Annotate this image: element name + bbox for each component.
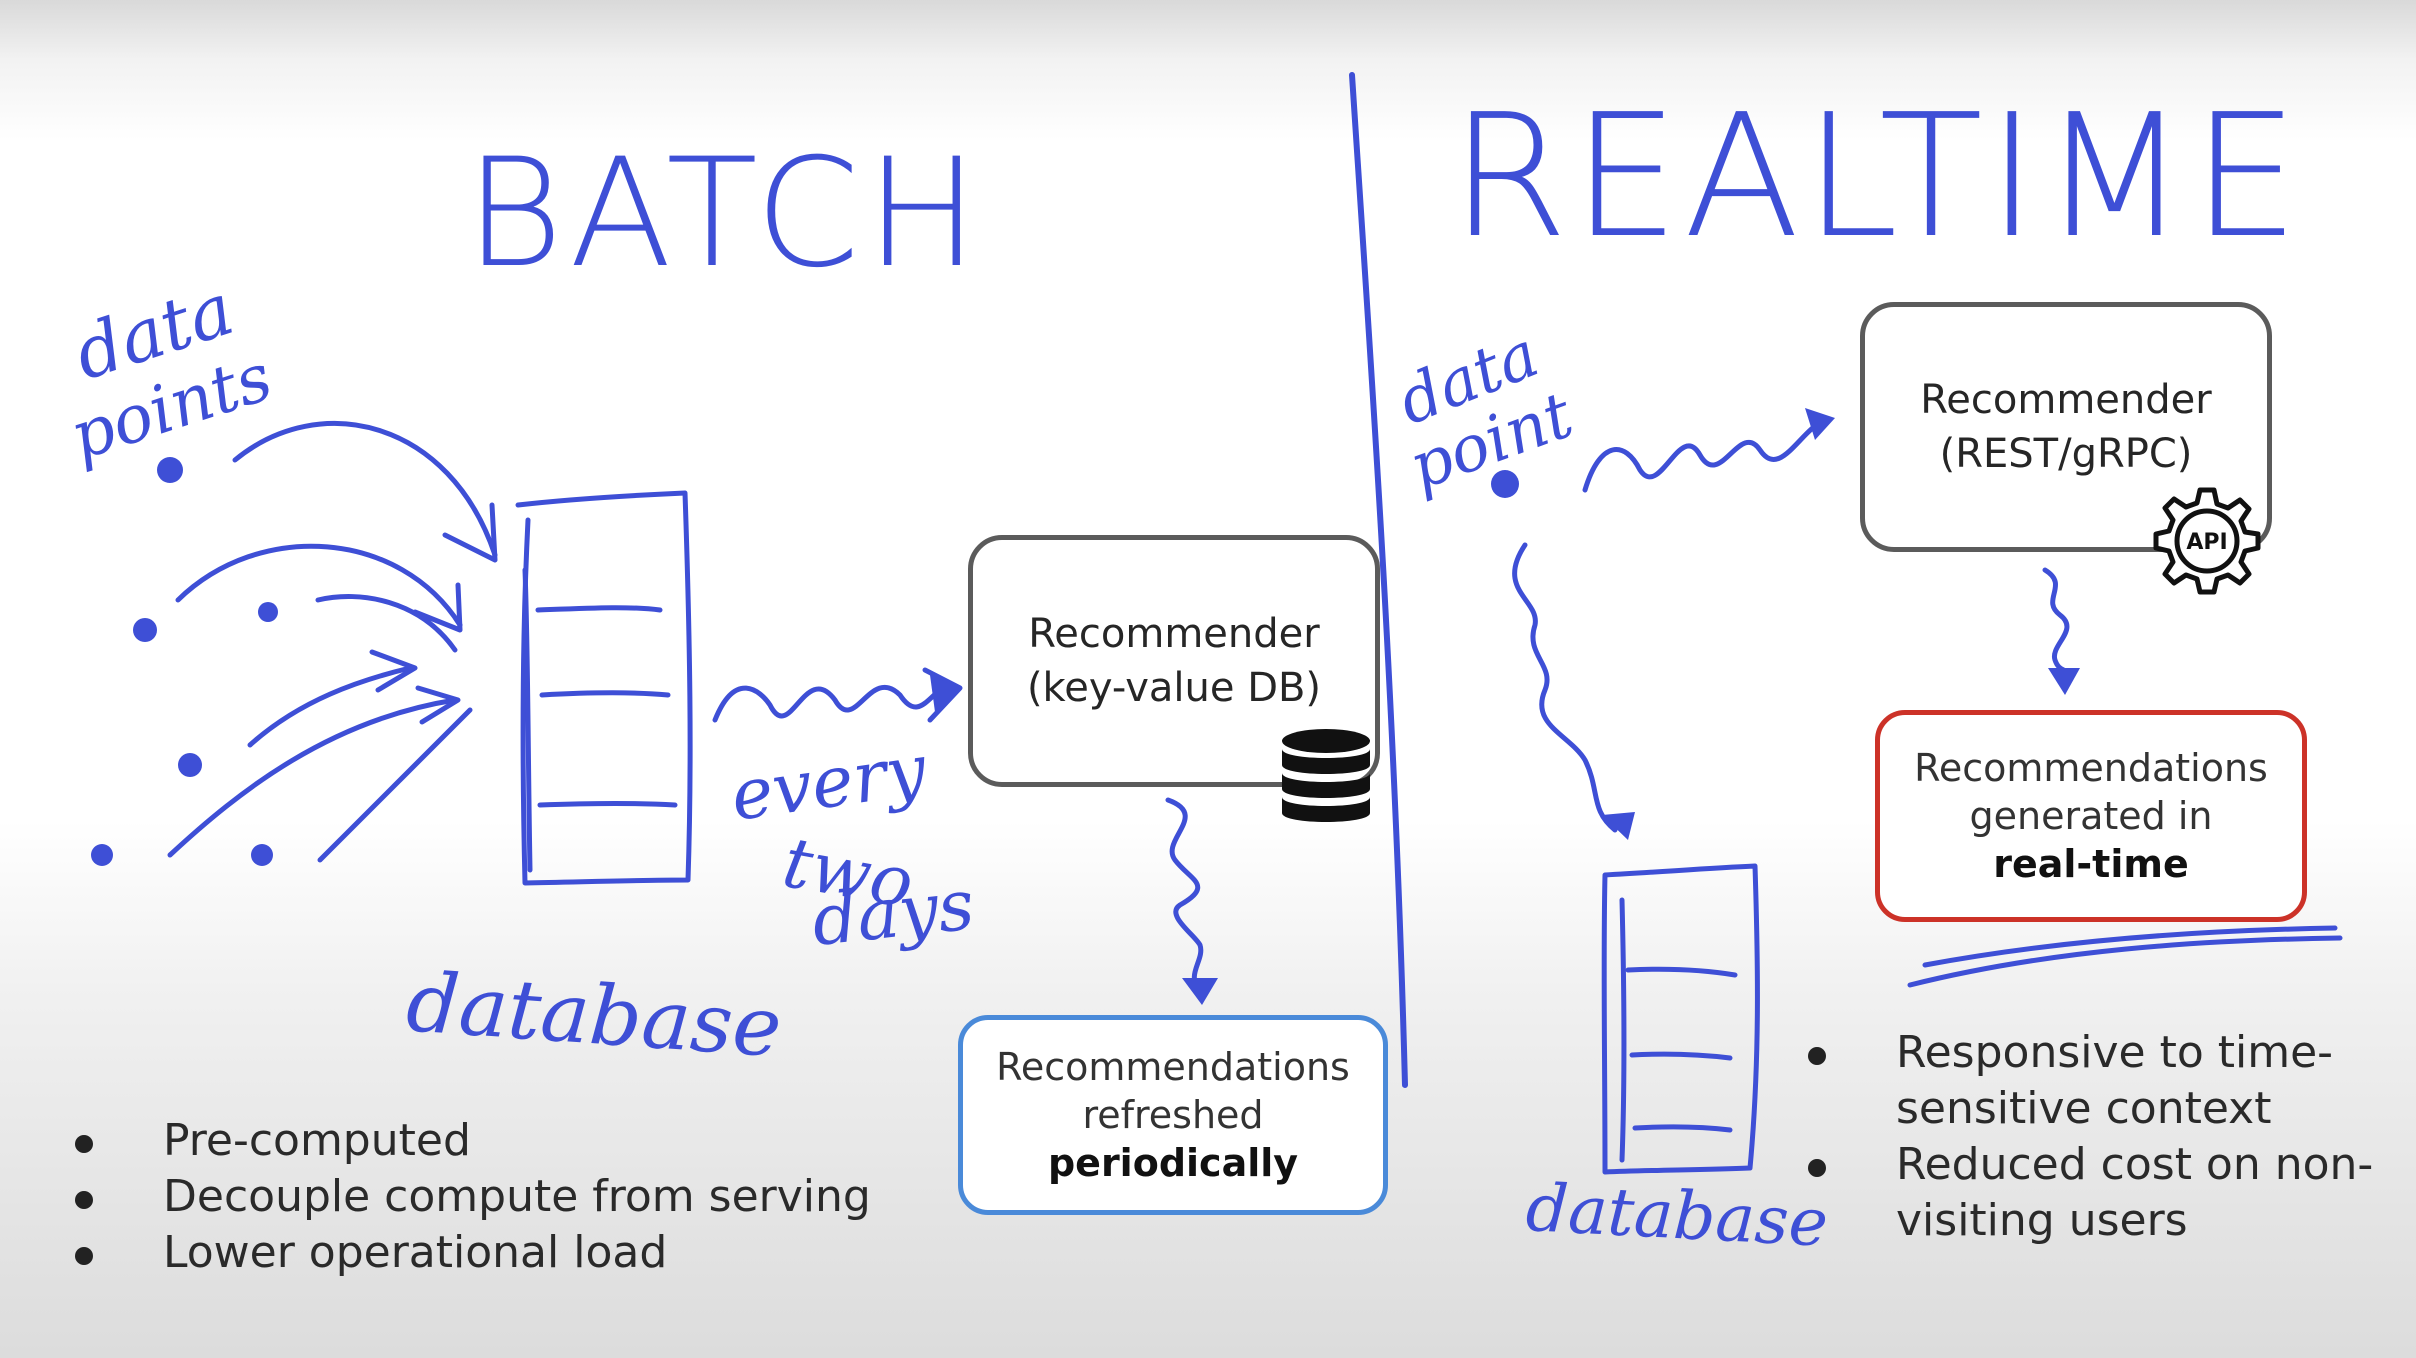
batch-schedule-arrow — [712, 667, 963, 723]
data-point-dot — [133, 618, 157, 642]
batch-bullet-list: Pre-computed Decouple compute from servi… — [75, 1113, 975, 1281]
realtime-store-arrow — [1512, 542, 1635, 840]
realtime-title: REALTIME — [1450, 78, 2303, 276]
bullet-text: Responsive to time-sensitive context — [1896, 1027, 2334, 1134]
realtime-result-underline — [1907, 925, 2343, 988]
batch-recommender-title: Recommender — [1028, 611, 1320, 657]
batch-database-sketch — [515, 490, 693, 886]
api-gear-icon: API — [2153, 487, 2261, 595]
realtime-result-line1: Recommendations — [1914, 746, 2268, 790]
realtime-request-arrow — [1582, 408, 1835, 493]
data-point-dot — [91, 844, 113, 866]
batch-result-line3: periodically — [1047, 1141, 1299, 1185]
data-point-dot — [178, 753, 202, 777]
batch-output-arrow — [1165, 797, 1218, 1005]
realtime-result-line3: real-time — [1993, 842, 2189, 886]
list-item: Responsive to time-sensitive context — [1808, 1025, 2398, 1137]
data-point-dot — [258, 602, 278, 622]
bullet-text: Lower operational load — [163, 1227, 668, 1278]
realtime-result-box: Recommendations generated in real-time — [1875, 710, 2307, 922]
realtime-output-arrow — [2042, 567, 2080, 695]
list-item: Pre-computed — [75, 1113, 975, 1169]
list-item: Lower operational load — [75, 1225, 975, 1281]
batch-result-box: Recommendations refreshed periodically — [958, 1015, 1388, 1215]
database-stack-icon — [1282, 729, 1370, 822]
bullet-text: Decouple compute from serving — [163, 1171, 871, 1222]
realtime-recommender-subtitle: (REST/gRPC) — [1939, 431, 2193, 477]
batch-every-label: every — [726, 728, 932, 837]
list-item: Decouple compute from serving — [75, 1169, 975, 1225]
realtime-database-label: database — [1524, 1169, 1830, 1262]
realtime-recommender-title: Recommender — [1920, 377, 2212, 423]
batch-data-points — [91, 457, 278, 866]
api-icon-label: API — [2186, 530, 2227, 555]
realtime-result-line2: generated in — [1969, 794, 2213, 838]
data-point-dot — [157, 457, 183, 483]
batch-days-label: days — [808, 863, 978, 961]
realtime-bullet-list: Responsive to time-sensitive context Red… — [1808, 1025, 2398, 1249]
batch-result-line1: Recommendations — [996, 1045, 1350, 1089]
realtime-database-sketch — [1601, 863, 1760, 1175]
data-point-dot — [251, 844, 273, 866]
batch-title: BATCH — [465, 127, 985, 301]
bullet-text: Pre-computed — [163, 1115, 471, 1166]
list-item: Reduced cost on non-visiting users — [1808, 1137, 2398, 1249]
realtime-data-point-dot — [1491, 470, 1519, 498]
section-divider — [1349, 72, 1408, 1088]
batch-result-line2: refreshed — [1082, 1093, 1264, 1137]
batch-recommender-subtitle: (key-value DB) — [1026, 665, 1322, 711]
realtime-recommender-box: Recommender (REST/gRPC) — [1860, 302, 2272, 552]
batch-database-label: database — [404, 955, 785, 1076]
bullet-text: Reduced cost on non-visiting users — [1896, 1139, 2374, 1246]
batch-ingest-arrows — [167, 420, 498, 863]
